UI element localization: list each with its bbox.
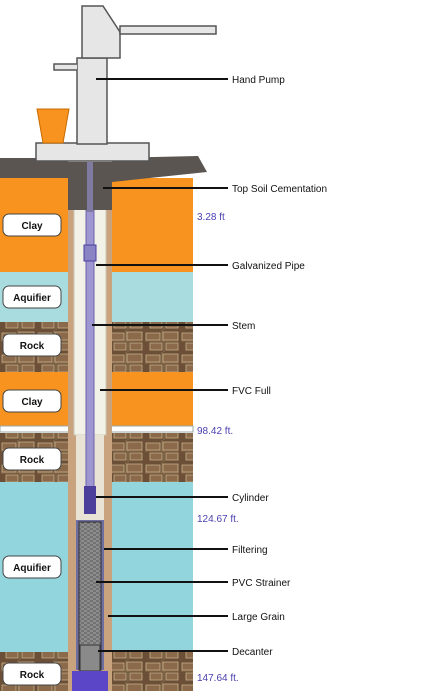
layer-tag: Aquifier: [2, 285, 62, 309]
layer-tag-text: Aquifier: [13, 293, 51, 304]
layer-rock-3-right: [112, 652, 193, 691]
surface: [0, 5, 217, 212]
pump-base: [35, 142, 150, 162]
label-galvanized-pipe: Galvanized Pipe: [232, 261, 305, 272]
depth-label: 124.67 ft.: [197, 514, 239, 525]
layer-tag: Rock: [2, 333, 62, 357]
depth-label: 147.64 ft.: [197, 673, 239, 684]
layer-tag-text: Clay: [21, 221, 43, 232]
pump-handle: [119, 25, 217, 35]
pump-spout: [53, 63, 77, 71]
pump-head: [81, 5, 121, 59]
layer-aquifer-2-right: [112, 482, 193, 652]
label-decanter: Decanter: [232, 647, 273, 658]
layer-tag: Aquifier: [2, 555, 62, 579]
layer-clay-2-right: [112, 372, 193, 427]
layer-tag-text: Rock: [20, 341, 45, 352]
label-pvc-strainer: PVC Strainer: [232, 578, 291, 589]
layer-rock-1-right: [112, 322, 193, 372]
layer-rock-2-right: [112, 433, 193, 482]
layer-aquifer-1-right: [112, 272, 193, 322]
label-fvc-full: FVC Full: [232, 386, 271, 397]
label-top-soil-cementation: Top Soil Cementation: [232, 184, 327, 195]
label-hand-pump: Hand Pump: [232, 75, 285, 86]
rod-assembly: [83, 209, 97, 514]
borehole-bottom: [72, 671, 108, 691]
galvanized-pipe: [83, 244, 97, 262]
depth-label: 3.28 ft: [197, 212, 225, 223]
layer-tag-text: Aquifier: [13, 563, 51, 574]
layer-clay-1-right: [112, 178, 193, 272]
callout-lines: [92, 78, 228, 652]
layer-tag-text: Clay: [21, 397, 43, 408]
label-filtering: Filtering: [232, 545, 268, 556]
layer-tag: Rock: [2, 662, 62, 686]
bucket-icon: [36, 108, 70, 144]
label-cylinder: Cylinder: [232, 493, 269, 504]
layer-tags: Clay Aquifier Rock Clay Rock Aquifier Ro…: [2, 213, 62, 686]
layer-tag: Clay: [2, 213, 62, 237]
decanter: [79, 644, 101, 672]
layer-tag-text: Rock: [20, 670, 45, 681]
layer-tag: Clay: [2, 389, 62, 413]
callout-labels: Hand Pump Top Soil Cementation Galvanize…: [232, 75, 327, 658]
cylinder: [84, 486, 96, 514]
stem-top: [87, 162, 93, 212]
depth-label: 98.42 ft.: [197, 426, 233, 437]
label-stem: Stem: [232, 321, 255, 332]
layer-tag-text: Rock: [20, 455, 45, 466]
layer-tag: Rock: [2, 447, 62, 471]
label-large-grain: Large Grain: [232, 612, 285, 623]
depth-annotations: 3.28 ft 98.42 ft. 124.67 ft. 147.64 ft.: [197, 212, 239, 684]
pump-body: [76, 57, 108, 145]
